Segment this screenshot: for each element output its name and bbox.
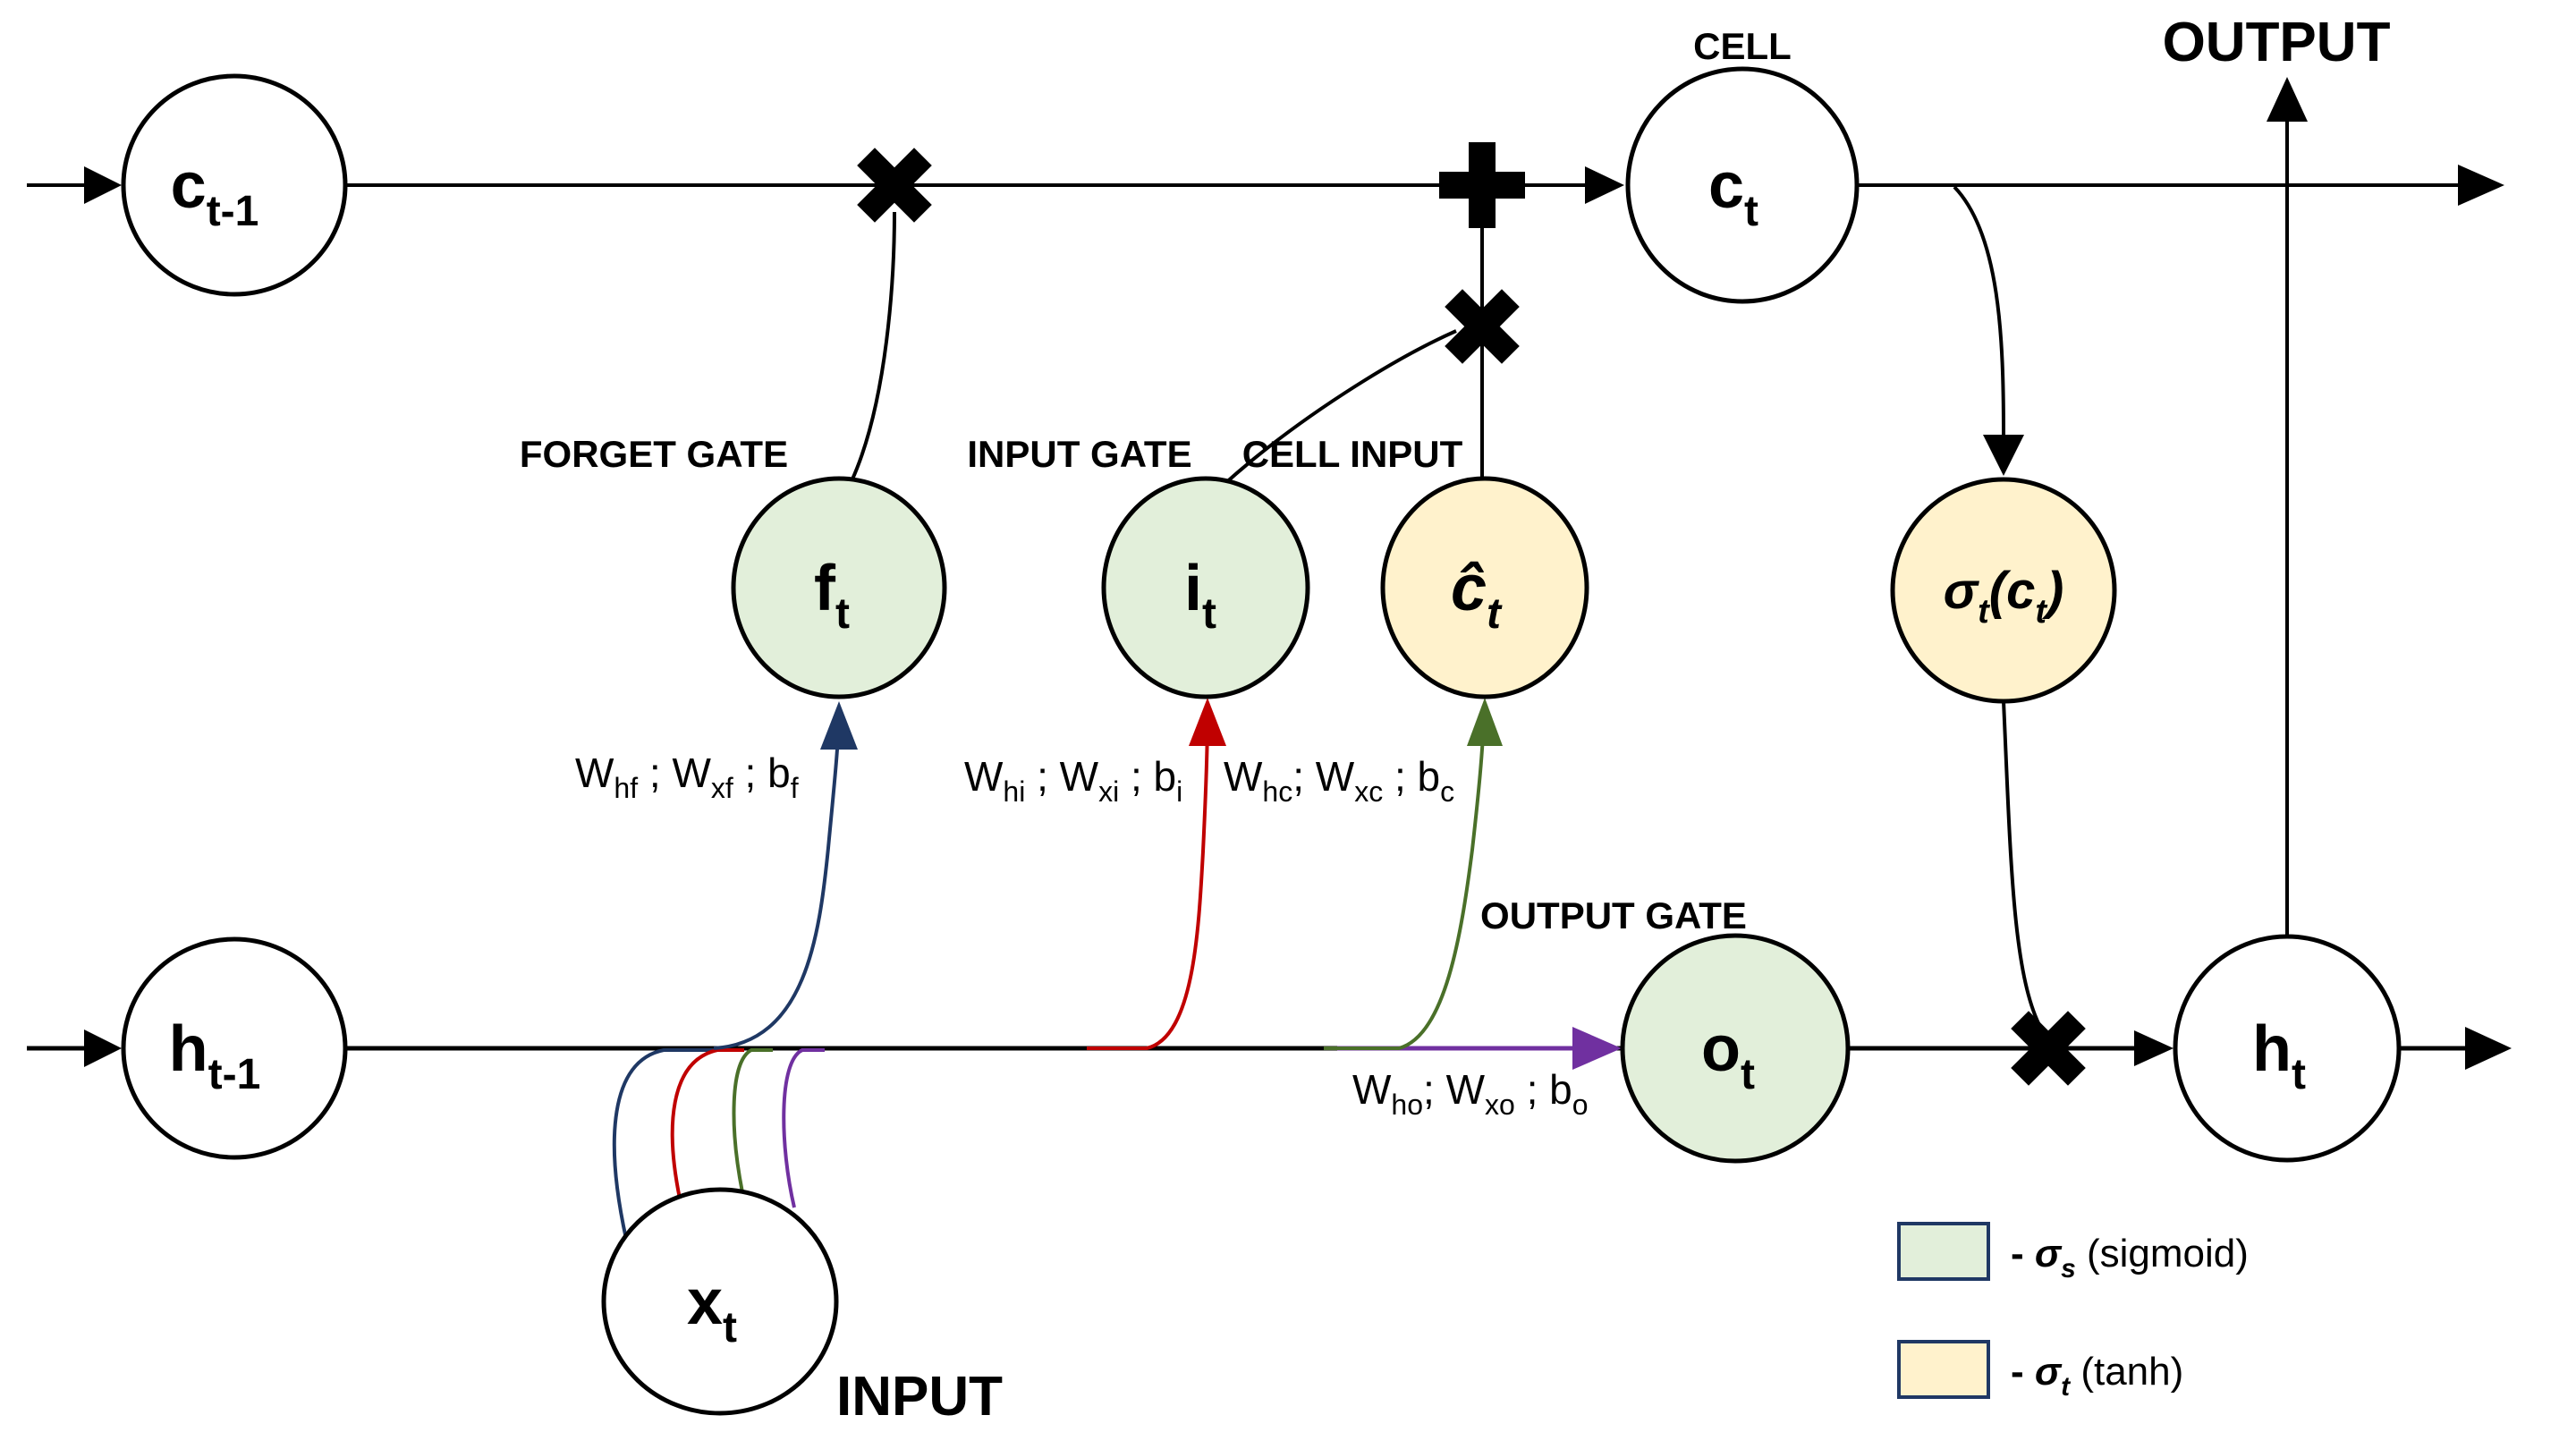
output-weights-label: Who; Wxo ; bo bbox=[1352, 1066, 1589, 1121]
forget-gate-node bbox=[731, 476, 947, 699]
arrow-cell-line-out bbox=[2458, 165, 2504, 206]
input-gate-title: INPUT GATE bbox=[967, 433, 1191, 475]
input-branch-join-green bbox=[732, 1048, 773, 1193]
ct-node bbox=[1625, 66, 1860, 304]
input-branch-join-purple bbox=[782, 1048, 825, 1208]
xt-node bbox=[601, 1187, 839, 1416]
legend-tanh-swatch bbox=[1897, 1340, 1990, 1399]
arrowheads bbox=[84, 77, 2512, 1070]
arrow-into-hprev bbox=[84, 1030, 122, 1067]
chat-label: ĉt bbox=[1451, 553, 1503, 638]
ct-label: ct bbox=[1708, 150, 1758, 235]
forget-weights-label: Whf ; Wxf ; bf bbox=[575, 750, 799, 804]
connector-curves bbox=[850, 89, 2289, 1030]
cellline-to-tanh-curve bbox=[1953, 185, 2005, 436]
cell-weight-line bbox=[1324, 713, 1486, 1050]
ft-label: ft bbox=[814, 553, 850, 638]
cprev-label: ct-1 bbox=[171, 150, 259, 235]
output-gate-title: OUTPUT GATE bbox=[1480, 894, 1747, 936]
input-branch-join-blue bbox=[612, 1048, 716, 1240]
arrow-red-into-it bbox=[1189, 698, 1226, 746]
input-to-multiply-curve bbox=[1222, 329, 1457, 487]
hprev-label: ht-1 bbox=[169, 1013, 261, 1098]
arrow-into-ht bbox=[2134, 1030, 2174, 1066]
cell-weights-label: Whc; Wxc ; bc bbox=[1224, 753, 1454, 808]
arrow-blue-into-ft bbox=[820, 701, 858, 750]
input-title: INPUT bbox=[836, 1366, 1003, 1428]
legend-sigmoid-swatch bbox=[1897, 1222, 1990, 1281]
output-title: OUTPUT bbox=[2163, 12, 2391, 73]
arrow-purple-into-ot bbox=[1572, 1027, 1622, 1070]
arrow-into-tanh bbox=[1983, 435, 2024, 476]
multiply-operator-forget bbox=[857, 148, 932, 223]
forget-weight-line bbox=[713, 715, 841, 1050]
tanh-to-multiply-curve bbox=[2002, 700, 2043, 1030]
xt-label: xt bbox=[687, 1267, 737, 1352]
legend-sigmoid-label: - σs (sigmoid) bbox=[2011, 1232, 2249, 1284]
legend-tanh-label: - σt (tanh) bbox=[2011, 1350, 2183, 1402]
arrow-into-ct bbox=[1585, 166, 1624, 204]
input-branch-join-red bbox=[670, 1048, 744, 1199]
arrow-output-up bbox=[2267, 77, 2308, 122]
cprev-node bbox=[121, 73, 348, 297]
input-gate-node bbox=[1101, 476, 1310, 699]
ht-label: ht bbox=[2252, 1013, 2306, 1098]
arrow-into-cprev bbox=[84, 166, 122, 204]
ot-label: ot bbox=[1701, 1013, 1755, 1098]
multiply-operator-input bbox=[1445, 289, 1520, 364]
cell-input-title: CELL INPUT bbox=[1242, 433, 1463, 475]
add-operator-cell bbox=[1439, 142, 1525, 228]
hprev-node bbox=[121, 936, 348, 1160]
ht-node bbox=[2173, 934, 2402, 1163]
cell-input-node bbox=[1380, 476, 1589, 699]
forget-to-multiply-curve bbox=[850, 211, 896, 482]
forget-gate-title: FORGET GATE bbox=[520, 433, 788, 475]
arrow-green-into-chat bbox=[1467, 698, 1503, 746]
legend: - σs (sigmoid) - σt (tanh) bbox=[1897, 1222, 2249, 1402]
input-weights-label: Whi ; Wxi ; bi bbox=[964, 753, 1182, 808]
multiply-operator-output bbox=[2011, 1011, 2086, 1086]
it-label: it bbox=[1184, 553, 1216, 638]
cell-title: CELL bbox=[1693, 25, 1792, 67]
arrow-hidden-line-out bbox=[2465, 1027, 2512, 1070]
input-weight-line bbox=[1087, 713, 1209, 1050]
output-gate-node bbox=[1620, 933, 1851, 1164]
tanh-cell-node bbox=[1890, 477, 2117, 704]
